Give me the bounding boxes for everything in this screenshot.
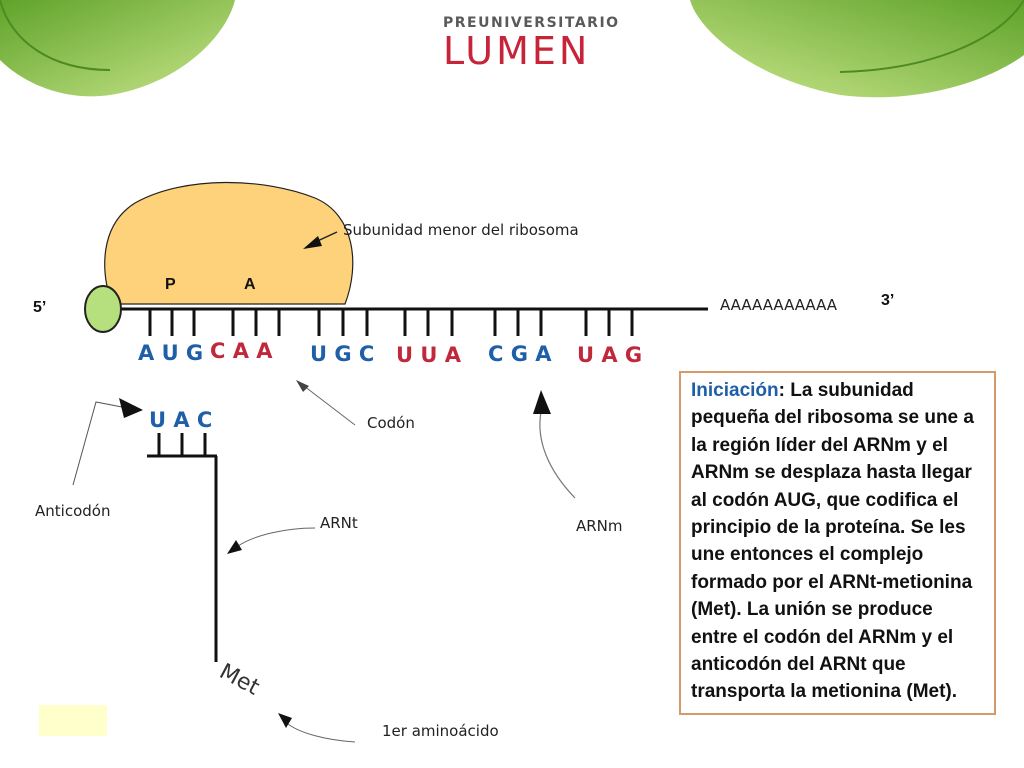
codon-5: C G A bbox=[488, 342, 552, 366]
codon-label: Codón bbox=[367, 414, 415, 432]
ribosome-small-subunit bbox=[104, 181, 354, 305]
site-a-label: A bbox=[244, 276, 256, 293]
aminoacid-arrow bbox=[278, 713, 356, 743]
five-prime-label: 5’ bbox=[33, 299, 46, 316]
trna-arrow bbox=[227, 527, 316, 554]
mrna-label: ARNm bbox=[576, 517, 623, 535]
anticodon-label: Anticodón bbox=[35, 502, 110, 520]
codon-1: A U G bbox=[138, 341, 203, 365]
three-prime-label: 3’ bbox=[881, 292, 894, 309]
met-label: Met bbox=[215, 659, 263, 701]
poly-a-tail: AAAAAAAAAAA bbox=[720, 296, 838, 314]
five-prime-cap bbox=[84, 285, 122, 333]
description-body: La subunidad pequeña del ribosoma se une… bbox=[691, 380, 974, 703]
codon-arrow bbox=[296, 380, 356, 426]
leaf-decoration-left bbox=[0, 0, 235, 97]
logo-main-text: LUMEN bbox=[443, 29, 590, 73]
anticodon: U A C bbox=[149, 408, 212, 432]
description-box: Iniciación: La subunidad pequeña del rib… bbox=[679, 371, 996, 715]
codon-3: U G C bbox=[310, 342, 374, 366]
site-p-label: P bbox=[165, 276, 176, 293]
trna-label: ARNt bbox=[320, 514, 358, 532]
codon-6: U A G bbox=[577, 343, 642, 367]
mrna-arrow bbox=[533, 390, 576, 499]
description-term: Iniciación bbox=[691, 380, 779, 401]
codon-2: C A A bbox=[210, 339, 273, 363]
codon-4: U U A bbox=[396, 343, 462, 367]
logo-top-text: PREUNIVERSITARIO bbox=[443, 15, 620, 31]
ribosome-label: Subunidad menor del ribosoma bbox=[343, 221, 579, 239]
description-colon: : bbox=[778, 380, 785, 401]
yellow-placeholder-box bbox=[39, 705, 107, 736]
trna-molecule bbox=[147, 433, 218, 662]
ribosome-arrow bbox=[303, 231, 338, 249]
leaf-decoration-right bbox=[690, 0, 1024, 98]
logo: PREUNIVERSITARIO LUMEN bbox=[443, 15, 620, 73]
mrna-base-ticks bbox=[148, 309, 634, 336]
first-aminoacid-label: 1er aminoácido bbox=[382, 722, 499, 740]
anticodon-arrow bbox=[72, 398, 143, 486]
